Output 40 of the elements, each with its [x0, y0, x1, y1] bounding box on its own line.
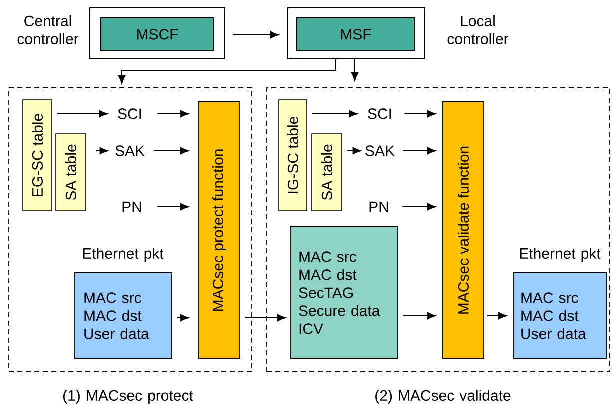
- function-block: MACsec protect function: [198, 102, 240, 360]
- packet-box: MAC src MAC dst User data: [514, 272, 608, 360]
- arrow: [157, 203, 190, 211]
- arrow: [486, 312, 508, 320]
- field-label: PN: [370, 202, 388, 212]
- arrow: [312, 110, 358, 118]
- arrow: [157, 110, 190, 118]
- table-box: EG-SC table: [22, 100, 52, 212]
- function-box: MSF: [296, 18, 416, 52]
- field-label: SAK: [116, 146, 145, 156]
- node-caption: Central controller: [18, 16, 79, 44]
- field-label: SCI: [118, 108, 142, 120]
- arrow: [402, 203, 436, 211]
- field-label: SCI: [368, 108, 392, 120]
- node-caption: (1) MACsec protect: [64, 390, 194, 404]
- table-box: SA table: [56, 134, 86, 212]
- arrow: [244, 314, 286, 322]
- node-caption: Ethernet pkt: [520, 248, 601, 262]
- arrow: [233, 31, 280, 39]
- packet-box: MAC src MAC dst User data: [74, 272, 172, 360]
- secured-frame-box: MAC src MAC dst SecTAG Secure data ICV: [290, 226, 398, 360]
- arrow: [351, 59, 359, 82]
- arrow: [154, 147, 190, 155]
- table-box: SA table: [312, 134, 342, 212]
- table-box: IG-SC table: [278, 100, 308, 212]
- arrow: [176, 314, 190, 322]
- arrow: [402, 312, 436, 320]
- field-label: PN: [122, 202, 142, 212]
- function-block: MACsec validate function: [442, 102, 484, 360]
- arrow: [404, 110, 436, 118]
- field-label: SAK: [366, 146, 395, 156]
- function-box: MSCF: [100, 18, 214, 52]
- node-caption: (2) MACsec validate: [376, 390, 511, 404]
- arrow: [346, 147, 362, 155]
- arrow: [118, 59, 336, 84]
- arrow: [56, 110, 108, 118]
- node-caption: Ethernet pkt: [83, 248, 164, 262]
- arrow: [96, 147, 108, 155]
- node-caption: Local controller: [448, 16, 509, 44]
- arrow: [402, 147, 436, 155]
